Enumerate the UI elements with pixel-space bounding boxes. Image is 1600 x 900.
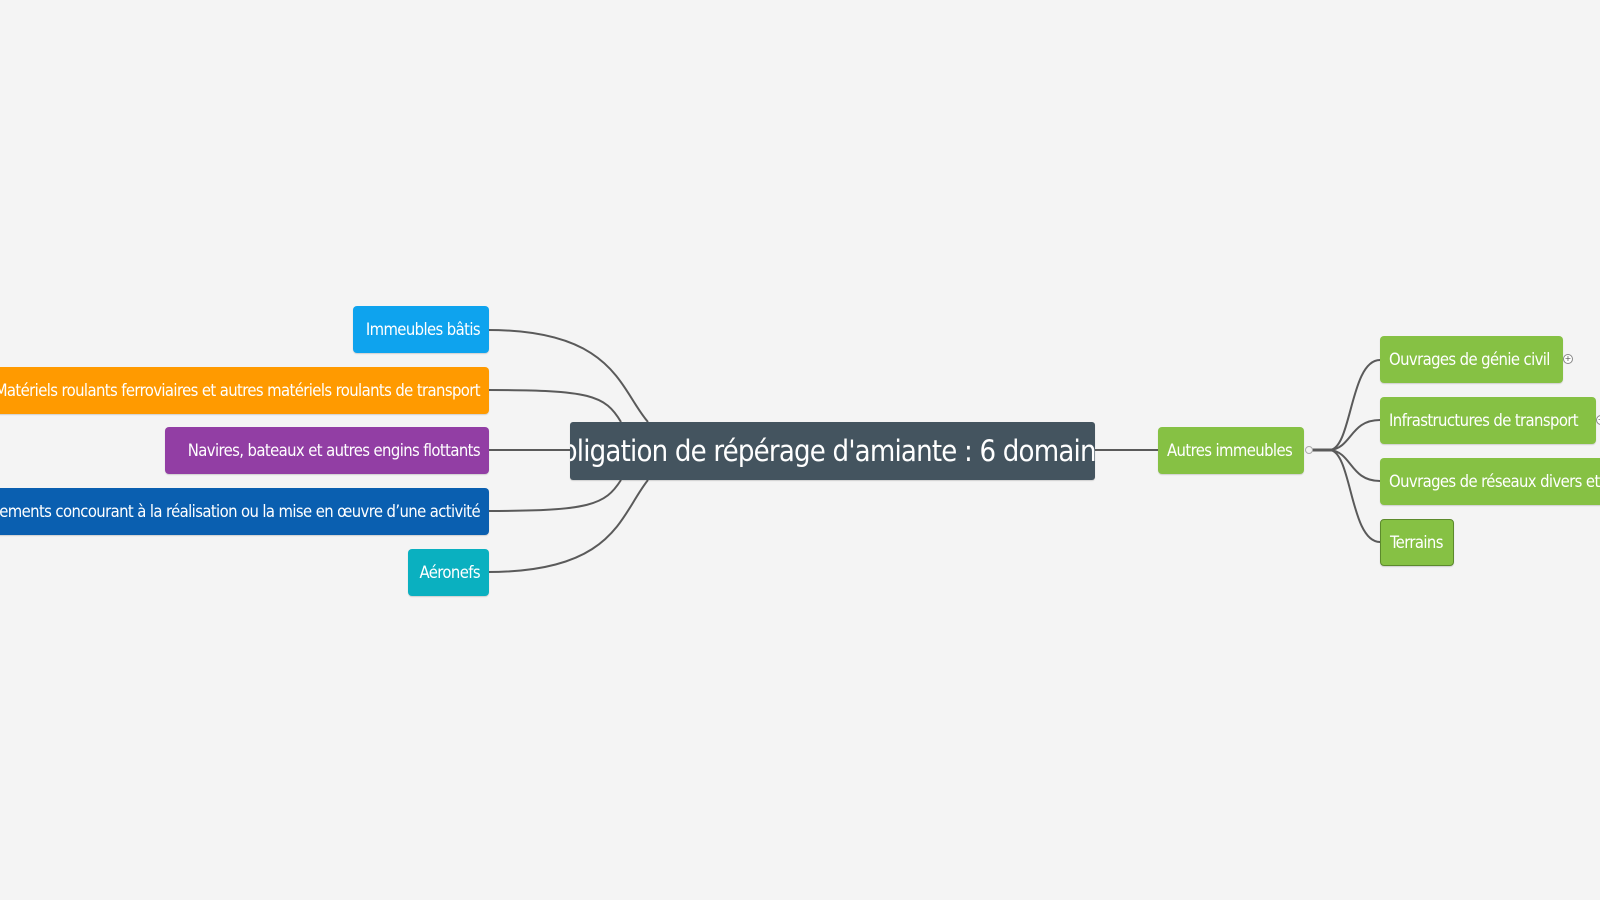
connector-root-immeubles-batis [487,329,649,423]
node-ouvrages-reseaux-label: Ouvrages de réseaux divers et [1389,472,1600,491]
node-autres-immeubles[interactable]: Autres immeubles [1158,427,1304,474]
node-aeronefs-label: Aéronefs [419,563,480,582]
node-immeubles-batis-label: Immeubles bâtis [365,320,481,339]
node-materiels-roulants[interactable]: Matériels roulants ferroviaires et autre… [0,367,489,414]
connector-root-aeronefs [487,479,649,573]
expand-plus-icon[interactable]: + [1596,415,1600,425]
node-navires-label: Navires, bateaux et autres engins flotta… [187,441,481,460]
node-terrains-label: Terrains [1390,533,1443,552]
collapse-toggle-autres-immeubles[interactable] [1305,446,1313,454]
node-materiels-roulants-label: Matériels roulants ferroviaires et autre… [0,381,481,400]
node-terrains[interactable]: Terrains [1380,519,1454,566]
connector-root-equipements [487,479,622,512]
root-node-label: Obligation de répérage d'amiante : 6 dom… [570,434,1095,468]
node-ouvrages-genie-civil[interactable]: Ouvrages de génie civil [1380,336,1563,383]
node-infrastructures-transport[interactable]: Infrastructures de transport [1380,397,1596,444]
node-equipements[interactable]: Équipements concourant à la réalisation … [0,488,489,535]
node-infrastructures-transport-label: Infrastructures de transport [1389,411,1579,430]
connector-autres-reseaux [1329,449,1381,482]
connector-root-materiels-roulants [487,389,622,423]
root-node[interactable]: Obligation de répérage d'amiante : 6 dom… [570,422,1095,480]
connector-autres-terrains [1329,449,1381,543]
node-autres-immeubles-label: Autres immeubles [1167,441,1293,460]
node-ouvrages-reseaux[interactable]: Ouvrages de réseaux divers et [1380,458,1600,505]
node-navires[interactable]: Navires, bateaux et autres engins flotta… [165,427,489,474]
connector-autres-ouvrages-genie [1329,359,1381,451]
node-equipements-label: Équipements concourant à la réalisation … [0,502,481,521]
node-aeronefs[interactable]: Aéronefs [408,549,489,596]
connector-autres-infrastructures [1329,419,1381,451]
node-immeubles-batis[interactable]: Immeubles bâtis [353,306,489,353]
node-ouvrages-genie-civil-label: Ouvrages de génie civil [1389,350,1550,369]
expand-plus-icon[interactable]: + [1563,354,1573,364]
